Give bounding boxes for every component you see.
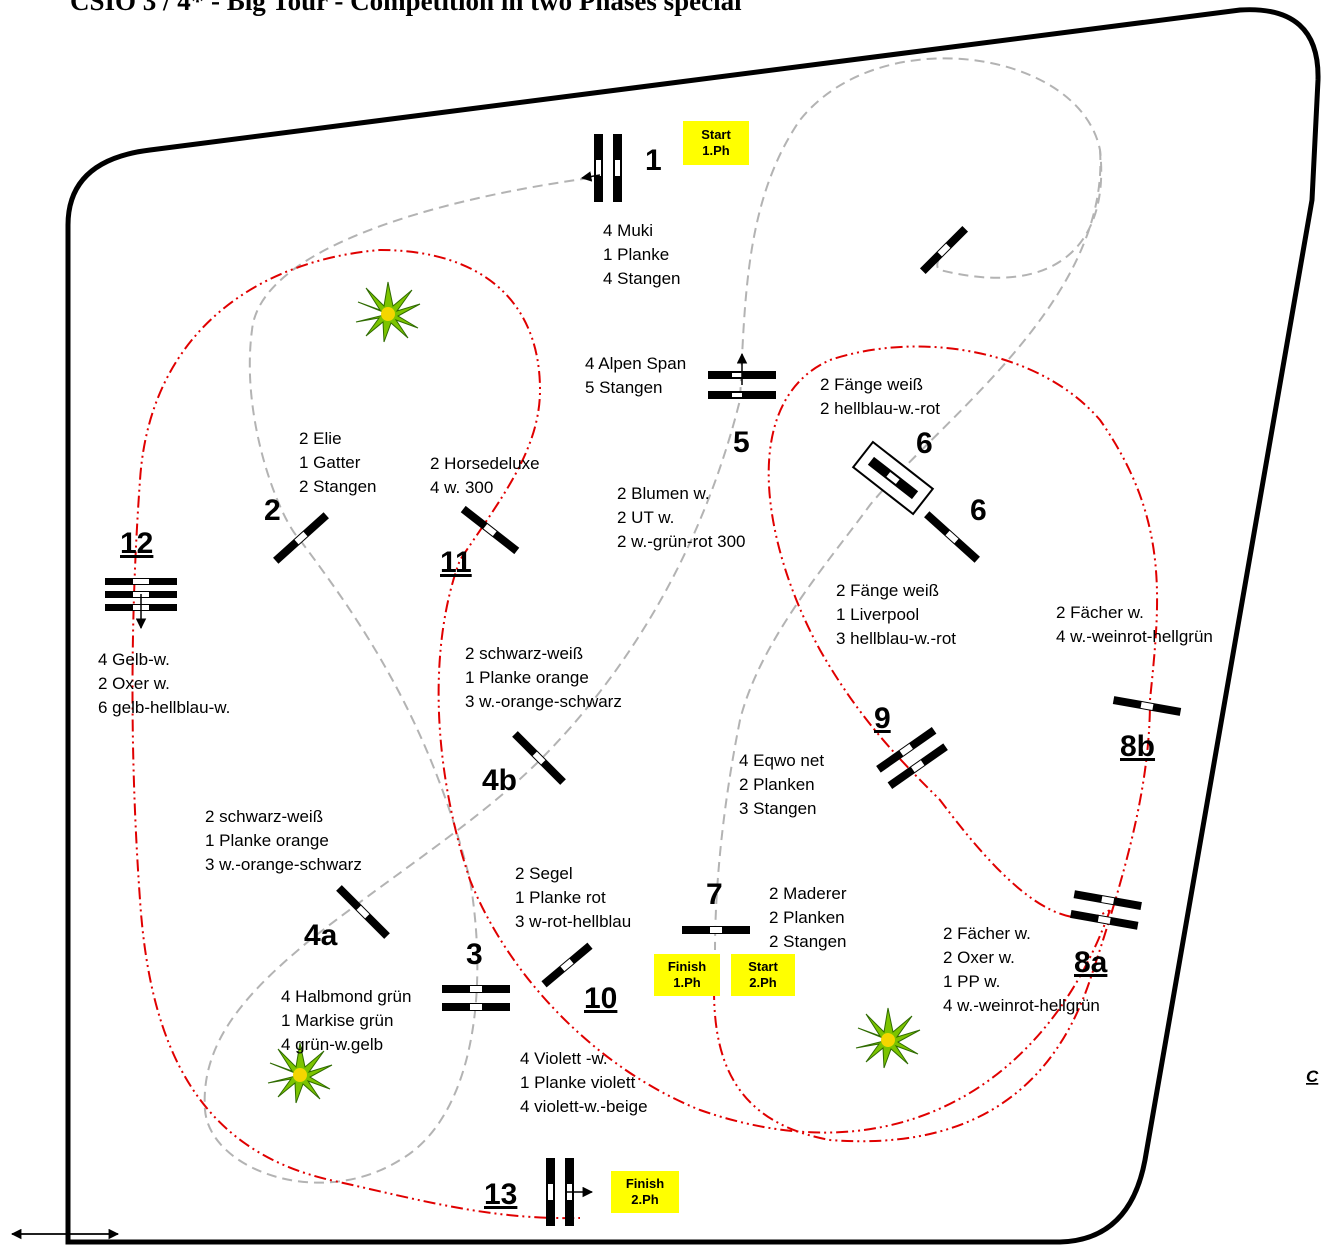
obstacle-6b-number: 6 (970, 494, 987, 527)
obstacle-8a-materials: 2 Fächer w.2 Oxer w.1 PP w.4 w.-weinrot-… (943, 924, 1100, 1015)
obstacle-12-number: 12 (120, 527, 153, 560)
finish-phase2-badge: Finish 2.Ph (611, 1171, 679, 1213)
route-phase1b (714, 149, 1102, 951)
obstacle-8a-icon (1070, 890, 1142, 930)
arena-border (65, 7, 1321, 1245)
obstacle-11-number: 11 (440, 546, 472, 579)
obstacle-8a-number: 8a (1074, 946, 1108, 979)
svg-text:1.Ph: 1.Ph (673, 975, 701, 990)
svg-text:2.Ph: 2.Ph (631, 1192, 659, 1207)
obstacle-11-icon (460, 505, 520, 555)
svg-text:2.Ph: 2.Ph (749, 975, 777, 990)
obstacle-2-number: 2 (264, 494, 281, 527)
obstacle-8b-number: 8b (1120, 730, 1155, 763)
obstacle-2-icon (273, 512, 329, 564)
obstacle-10-icon (541, 942, 593, 988)
plant-icon (855, 1007, 921, 1069)
corner-label: C (1306, 1067, 1319, 1086)
svg-text:Finish: Finish (626, 1176, 664, 1191)
obstacle-1-number: 1 (645, 144, 662, 177)
obstacle-12-materials: 4 Gelb-w.2 Oxer w.6 gelb-hellblau-w. (98, 650, 230, 717)
page-title: CSIO 3 / 4* - Big Tour - Competition in … (70, 0, 742, 16)
svg-text:1.Ph: 1.Ph (702, 143, 730, 158)
obstacle-6a-number: 6 (916, 427, 933, 460)
obstacle-3-icon (442, 985, 510, 1011)
obstacle-10-number: 10 (584, 982, 617, 1015)
obstacle-6a-icon (851, 440, 935, 516)
obstacle-9-icon (876, 727, 948, 789)
svg-text:Finish: Finish (668, 959, 706, 974)
obstacle-7-number: 7 (706, 878, 723, 911)
obstacle-unnumbered-icon (919, 225, 969, 275)
obstacle-4a-icon (336, 885, 390, 939)
obstacle-9-number: 9 (874, 702, 891, 735)
start-phase1-badge: Start 1.Ph (683, 121, 749, 165)
obstacle-4b-number: 4b (482, 764, 517, 797)
obstacle-8b-icon (1112, 696, 1182, 716)
plant-icon (355, 281, 421, 343)
route-phase1 (203, 57, 1103, 1184)
obstacle-4a-number: 4a (304, 919, 338, 952)
svg-text:Start: Start (701, 127, 731, 142)
obstacle-6b-icon (924, 511, 980, 563)
start-phase2-badge: Start 2.Ph (731, 954, 795, 996)
svg-text:Start: Start (748, 959, 778, 974)
obstacle-7-icon (682, 926, 750, 934)
finish-phase1-badge: Finish 1.Ph (654, 954, 720, 996)
obstacle-5-number: 5 (733, 426, 750, 459)
obstacle-4b-icon (512, 731, 566, 785)
obstacle-13-number: 13 (484, 1178, 517, 1211)
obstacle-3-number: 3 (466, 938, 483, 971)
route-phase2 (131, 248, 1159, 1220)
obstacle-8b-materials: 2 Fächer w.4 w.-weinrot-hellgrün (1056, 603, 1213, 646)
obstacle-1-icon (594, 134, 622, 202)
extra-materials: 2 Blumen w.2 UT w.2 w.-grün-rot 300 (617, 484, 746, 551)
